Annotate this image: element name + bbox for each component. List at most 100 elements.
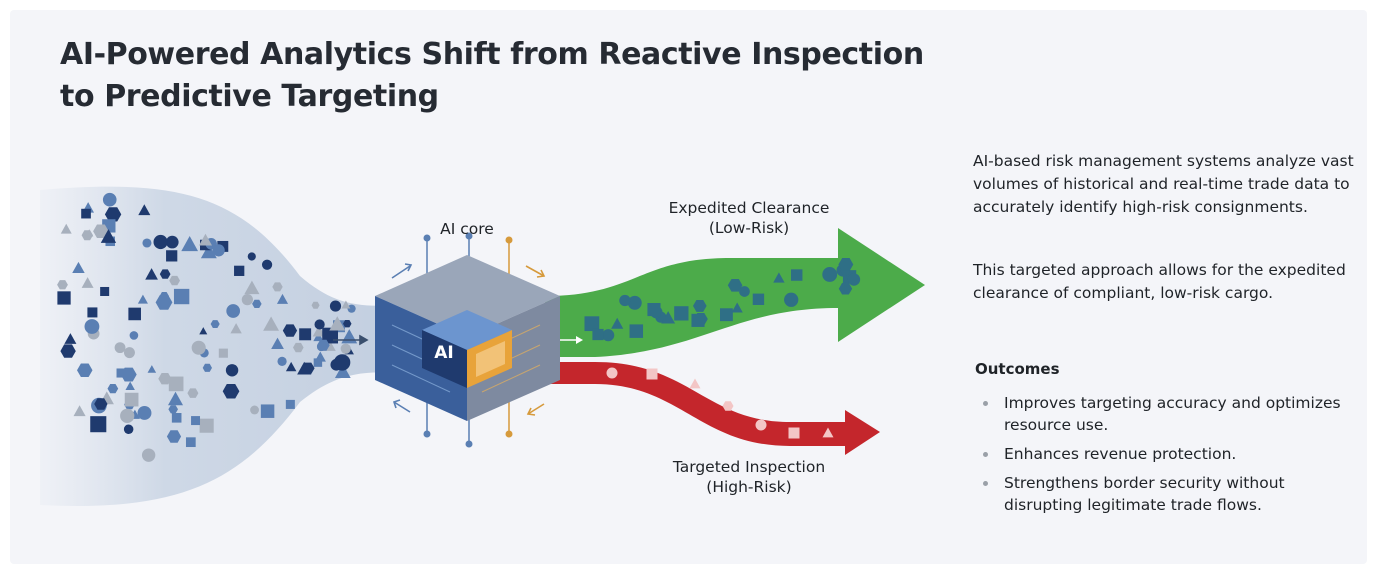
data-hexagon-shape — [104, 207, 122, 222]
data-square-shape — [790, 269, 803, 281]
data-hexagon-shape — [155, 295, 173, 310]
data-circle-shape — [247, 252, 256, 261]
data-triangle-shape — [145, 268, 158, 280]
data-circle-shape — [847, 273, 861, 286]
description-paragraph-1: AI-based risk management systems analyze… — [973, 152, 1354, 216]
data-triangle-shape — [263, 316, 280, 331]
description-paragraph-2: This targeted approach allows for the ex… — [973, 261, 1346, 302]
data-square-shape — [124, 392, 139, 407]
data-circle-shape — [226, 304, 241, 318]
data-square-shape — [691, 313, 705, 327]
data-circle-shape — [606, 367, 618, 379]
title-line-2: to Predictive Targeting — [60, 79, 439, 114]
data-triangle-shape — [81, 277, 94, 288]
expedited-cargo-shapes — [584, 258, 861, 342]
data-square-shape — [191, 416, 201, 426]
data-hexagon-shape — [94, 398, 108, 410]
data-hexagon-shape — [693, 300, 707, 312]
data-triangle-shape — [60, 223, 72, 234]
data-hexagon-shape — [222, 384, 240, 399]
data-square-shape — [752, 293, 765, 305]
data-square-shape — [260, 404, 275, 418]
data-hexagon-shape — [722, 401, 734, 411]
data-triangle-shape — [689, 378, 701, 389]
data-hexagon-shape — [311, 301, 320, 309]
outcome-item: Improves targeting accuracy and optimize… — [975, 392, 1355, 436]
data-hexagon-shape — [838, 282, 853, 295]
data-circle-shape — [129, 331, 139, 340]
data-circle-shape — [102, 192, 117, 207]
data-triangle-shape — [313, 331, 324, 342]
data-square-shape — [647, 303, 661, 317]
data-square-shape — [629, 324, 644, 338]
data-hexagon-shape — [60, 344, 76, 358]
data-triangle-shape — [661, 311, 676, 324]
data-circle-shape — [142, 238, 152, 248]
data-triangle-shape — [72, 261, 85, 274]
data-triangle-shape — [230, 323, 242, 334]
data-triangle-shape — [334, 363, 351, 379]
data-hexagon-shape — [272, 282, 283, 292]
data-hexagon-shape — [317, 339, 330, 351]
data-hexagon-shape — [210, 320, 220, 328]
data-circle-shape — [755, 419, 767, 431]
outcome-item: Strengthens border security without disr… — [975, 472, 1355, 516]
data-triangle-shape — [147, 365, 157, 373]
data-triangle-shape — [100, 229, 117, 243]
data-square-shape — [166, 250, 178, 262]
outcomes-heading: Outcomes — [975, 360, 1060, 378]
data-square-shape — [592, 328, 604, 341]
expedited-label-line-2: (Low-Risk) — [709, 219, 789, 237]
data-square-shape — [81, 208, 91, 219]
data-circle-shape — [329, 300, 342, 312]
outcomes-list: Improves targeting accuracy and optimize… — [975, 392, 1355, 523]
ai-core-cube — [375, 232, 560, 448]
data-circle-shape — [120, 408, 135, 423]
data-hexagon-shape — [107, 384, 119, 394]
ai-chip-label: AI — [434, 343, 453, 363]
data-circle-shape — [191, 340, 206, 355]
data-hexagon-shape — [77, 363, 93, 377]
data-square-shape — [199, 418, 214, 433]
ai-core-label: AI core — [440, 220, 494, 238]
data-circle-shape — [225, 364, 239, 377]
data-triangle-shape — [297, 361, 312, 375]
data-triangle-shape — [200, 243, 217, 259]
data-square-shape — [90, 416, 107, 433]
inspection-label-line-1: Targeted Inspection — [672, 458, 825, 476]
data-circle-shape — [137, 405, 152, 420]
data-square-shape — [313, 358, 323, 367]
data-square-shape — [87, 307, 98, 318]
data-square-shape — [168, 376, 184, 392]
data-square-shape — [285, 399, 295, 409]
data-square-shape — [128, 307, 141, 321]
data-hexagon-shape — [93, 224, 109, 238]
data-square-shape — [57, 291, 71, 305]
data-hexagon-shape — [187, 388, 199, 398]
data-square-shape — [788, 427, 800, 439]
data-triangle-shape — [276, 293, 289, 304]
data-hexagon-shape — [202, 363, 212, 372]
input-data-shapes — [57, 192, 358, 462]
data-triangle-shape — [199, 327, 208, 335]
data-circle-shape — [627, 295, 642, 310]
data-hexagon-shape — [166, 430, 182, 443]
data-circle-shape — [314, 319, 325, 330]
data-triangle-shape — [181, 236, 199, 252]
inspection-cargo-shapes — [606, 367, 834, 439]
data-circle-shape — [250, 405, 259, 415]
flow-arrow-icons — [333, 334, 583, 346]
data-triangle-shape — [341, 300, 351, 309]
data-circle-shape — [84, 319, 100, 334]
data-square-shape — [674, 306, 689, 321]
data-hexagon-shape — [169, 275, 180, 286]
data-square-shape — [646, 368, 658, 380]
data-circle-shape — [241, 294, 253, 306]
data-hexagon-shape — [838, 258, 854, 271]
data-circle-shape — [153, 234, 168, 250]
data-square-shape — [173, 288, 190, 305]
data-circle-shape — [784, 292, 799, 307]
data-triangle-shape — [611, 317, 624, 329]
data-circle-shape — [261, 259, 273, 270]
data-circle-shape — [123, 424, 134, 434]
